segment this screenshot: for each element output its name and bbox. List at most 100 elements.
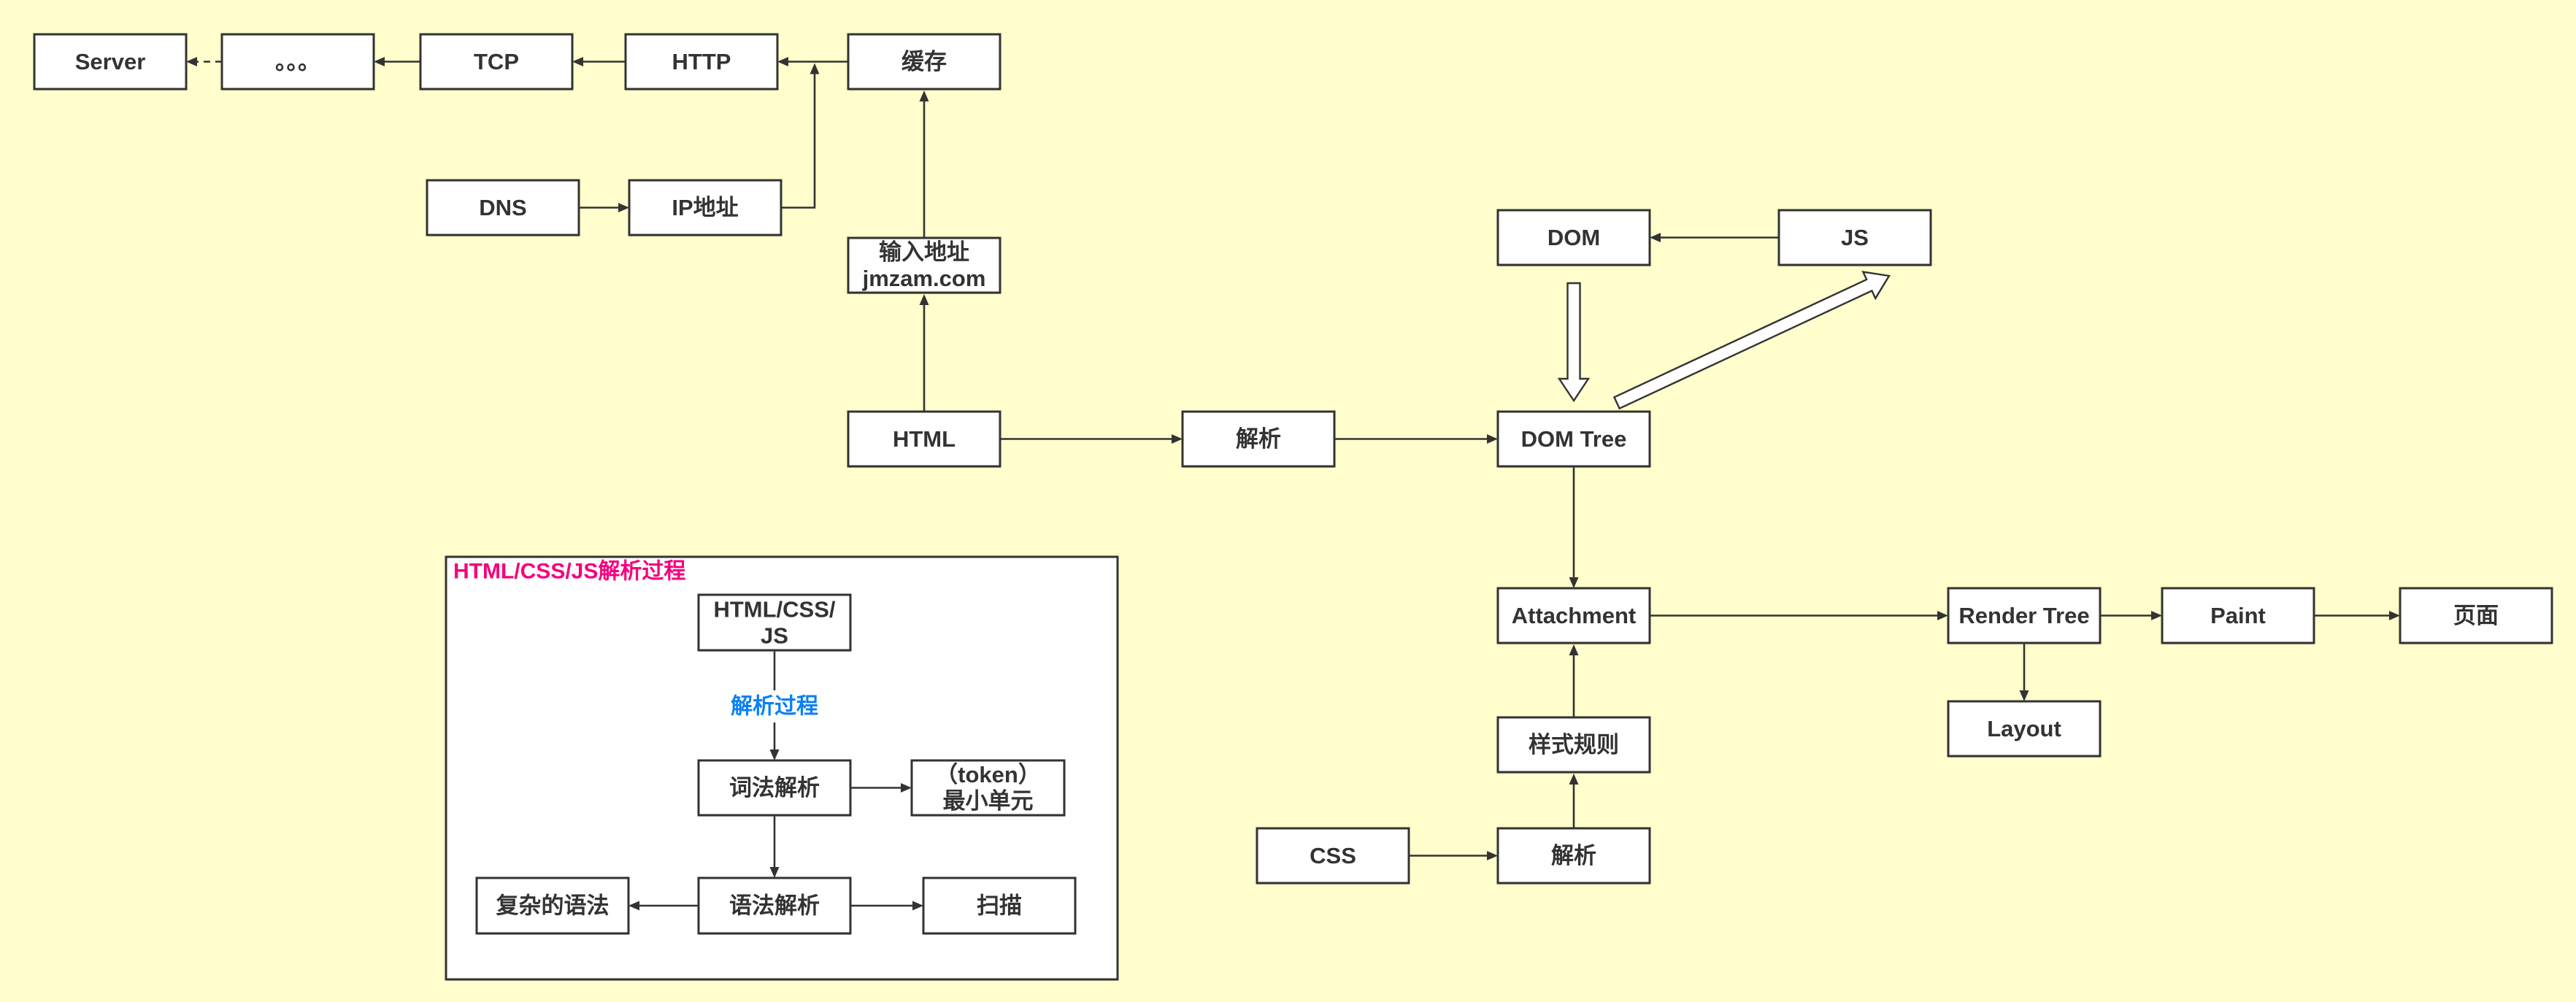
edge-label: 解析过程 <box>731 695 818 719</box>
node-token[interactable]: （token）最小单元 <box>910 759 1066 817</box>
node-box <box>1181 410 1336 468</box>
node-label: 词法解析 <box>729 775 820 801</box>
node-source[interactable]: HTML/CSS/JS <box>697 593 852 652</box>
node-http[interactable]: HTTP <box>624 33 779 90</box>
node-box <box>33 33 188 90</box>
node-parse-html[interactable]: 解析 <box>1181 410 1336 468</box>
arrowhead-icon <box>186 57 197 66</box>
panel-edge-syntax-to-complex-grammar <box>628 901 699 911</box>
node-html[interactable]: HTML <box>847 410 1001 468</box>
arrowhead-icon <box>919 294 929 305</box>
node-attachment[interactable]: Attachment <box>1496 587 1651 644</box>
node-box <box>1947 700 2102 758</box>
node-label: Server <box>75 49 146 74</box>
node-box <box>624 33 779 90</box>
edge-dom-tree-to-js <box>1612 271 1891 410</box>
node-ip[interactable]: IP地址 <box>628 179 783 236</box>
node-complex-grammar[interactable]: 复杂的语法 <box>475 876 630 935</box>
edge-ip-to-http <box>781 63 820 209</box>
node-label: 页面 <box>2453 603 2499 628</box>
node-page[interactable]: 页面 <box>2399 587 2553 644</box>
node-lexical[interactable]: 词法解析 <box>697 759 852 817</box>
arrowhead-icon <box>769 749 780 760</box>
node-server[interactable]: Server <box>33 33 188 90</box>
node-tcp[interactable]: TCP <box>419 33 574 90</box>
node-box <box>1496 209 1651 266</box>
edge-css-to-parse-css <box>1409 851 1498 860</box>
node-style-rules[interactable]: 样式规则 <box>1496 716 1651 774</box>
edge-dns-to-ip <box>579 203 629 212</box>
node-box <box>1496 587 1651 644</box>
node-label: 缓存 <box>901 49 947 74</box>
edge-tcp-to-ellipsis <box>374 57 420 66</box>
node-label: 解析 <box>1236 426 1281 452</box>
node-cache[interactable]: 缓存 <box>847 33 1001 90</box>
nodes: Server 。。。 TCP HTTP 缓存 DNS IP地址输入地址jmzam.comHT… <box>33 33 2553 885</box>
node-label: 样式规则 <box>1529 732 1619 758</box>
node-render-tree[interactable]: Render Tree <box>1947 587 2102 644</box>
arrowhead-icon <box>1487 851 1498 860</box>
node-label: DOM Tree <box>1521 426 1627 452</box>
node-box <box>1947 587 2102 644</box>
edge-dom-to-dom-tree <box>1557 282 1591 403</box>
node-box <box>910 759 1066 817</box>
node-syntax[interactable]: 语法解析 <box>697 876 852 935</box>
edge-attachment-to-render-tree <box>1650 611 1948 620</box>
edge-render-tree-to-paint <box>2100 611 2162 620</box>
node-box <box>1496 716 1651 774</box>
node-layout[interactable]: Layout <box>1947 700 2102 758</box>
arrowhead-icon <box>1937 611 1948 620</box>
arrowhead-icon <box>1569 577 1579 588</box>
arrowhead-icon <box>1487 434 1498 444</box>
edge-cache-to-http <box>777 57 848 66</box>
arrowhead-icon <box>1569 774 1579 785</box>
edge-html-to-input-address <box>919 294 929 412</box>
panel-edge-source-to-lexical: 解析过程 <box>726 650 823 760</box>
edge-line <box>781 72 816 209</box>
node-dom-tree[interactable]: DOM Tree <box>1496 410 1651 468</box>
arrowhead-icon <box>777 57 788 66</box>
arrowhead-icon <box>769 867 780 878</box>
node-label: 语法解析 <box>729 893 820 919</box>
node-ellipsis[interactable]: 。。。 <box>220 33 375 90</box>
edge-ellipsis-to-server <box>186 57 222 66</box>
node-box <box>628 179 783 236</box>
node-scan[interactable]: 扫描 <box>922 876 1077 935</box>
node-box <box>847 410 1001 468</box>
node-label: 最小单元 <box>943 788 1034 814</box>
node-dns[interactable]: DNS <box>426 179 580 236</box>
arrowhead-icon <box>1172 434 1183 444</box>
edge-paint-to-page <box>2314 611 2400 620</box>
node-label: 解析 <box>1551 843 1596 868</box>
node-box <box>1496 410 1651 468</box>
arrowhead-icon <box>628 901 639 911</box>
node-parse-css[interactable]: 解析 <box>1496 827 1651 885</box>
node-label: 扫描 <box>977 893 1022 919</box>
node-box <box>2399 587 2553 644</box>
edge-render-tree-to-layout <box>2019 643 2029 701</box>
node-box <box>419 33 574 90</box>
node-js[interactable]: JS <box>1777 209 1932 266</box>
arrowhead-icon <box>1650 233 1661 242</box>
node-box <box>697 876 852 935</box>
node-box <box>220 33 375 90</box>
node-paint[interactable]: Paint <box>2161 587 2315 644</box>
edge-dom-tree-to-attachment <box>1569 466 1579 588</box>
node-css[interactable]: CSS <box>1256 827 1410 885</box>
arrowhead-icon <box>572 57 583 66</box>
edge-label-bg <box>726 690 823 722</box>
arrowhead-icon <box>618 203 629 212</box>
parsing-process-panel: HTML/CSS/JS解析过程解析过程HTML/CSS/JS词法解析（token… <box>445 555 1119 981</box>
node-dom[interactable]: DOM <box>1496 209 1651 266</box>
node-box <box>922 876 1077 935</box>
panel-edge-lexical-to-token <box>850 783 912 793</box>
node-label: DNS <box>479 195 526 220</box>
edges <box>186 57 2400 860</box>
node-box <box>426 179 580 236</box>
panel-edge-syntax-to-scan <box>850 901 923 911</box>
edge-input-address-to-cache <box>919 90 929 238</box>
node-label: Render Tree <box>1958 603 2089 628</box>
node-label: TCP <box>474 49 519 74</box>
node-box <box>2161 587 2315 644</box>
